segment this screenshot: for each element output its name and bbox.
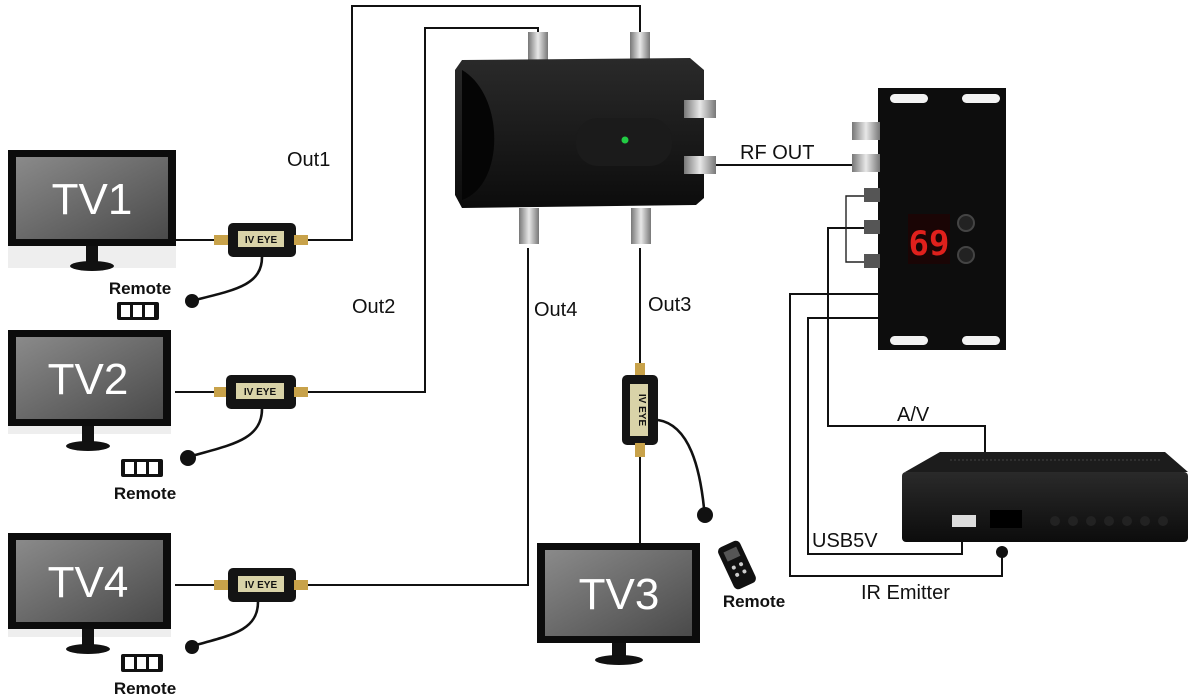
wire-av [827, 227, 986, 452]
remote-tv1: Remote [109, 279, 171, 320]
label-out4: Out4 [534, 299, 577, 321]
remote-tv2: Remote [114, 459, 176, 503]
ir-eye-tv2-cable [191, 408, 264, 458]
label-av: A/V [897, 404, 930, 426]
wire-av-legs [845, 195, 866, 263]
ir-eye-tv2: IV EYE [180, 375, 308, 466]
tv4-label: TV4 [48, 558, 129, 607]
remote-label: Remote [114, 679, 176, 698]
ir-eye-tv3-cable [657, 418, 706, 509]
ir-eye-tv4-cable [195, 601, 260, 647]
splitter-amplifier [455, 32, 716, 244]
remote-tv3: Remote [718, 540, 785, 611]
tv1: TV1 [8, 150, 176, 271]
label-usb5v: USB5V [812, 530, 878, 552]
ir-eye-tv1-cable [194, 256, 264, 302]
wires [175, 5, 1003, 586]
ir-eye-label: IV EYE [245, 235, 278, 246]
usb-port [952, 515, 976, 527]
channel-up-button[interactable] [957, 214, 975, 232]
label-rf-out: RF OUT [740, 142, 814, 164]
ir-eye-label: IV EYE [245, 580, 278, 591]
set-top-box [902, 452, 1188, 558]
tv3-label: TV3 [579, 570, 660, 619]
ir-sensor-icon [697, 507, 713, 523]
channel-display: 69 [909, 224, 950, 264]
wire-out4 [305, 248, 529, 586]
tv3: TV3 [537, 543, 700, 665]
rf-modulator: 69 [852, 88, 1006, 350]
remote-label: Remote [109, 279, 171, 298]
ir-eye-label: IV EYE [244, 387, 277, 398]
ir-sensor-icon [185, 294, 199, 308]
tv2-label: TV2 [48, 355, 129, 404]
label-out3: Out3 [648, 294, 691, 316]
wire-out1 [305, 5, 641, 241]
ir-sensor-icon [185, 640, 199, 654]
tv1-label: TV1 [52, 175, 133, 224]
label-out1: Out1 [287, 149, 330, 171]
label-out2: Out2 [352, 296, 395, 318]
label-ir-emitter: IR Emitter [861, 582, 950, 604]
wire-ir-emitter [789, 293, 1003, 577]
power-led [621, 136, 629, 144]
ir-emitter-probe [996, 546, 1008, 558]
remote-label: Remote [114, 484, 176, 503]
ir-sensor-icon [180, 450, 196, 466]
tv4: TV4 [8, 533, 171, 654]
remote-tv4: Remote [114, 654, 176, 698]
tv2: TV2 [8, 330, 171, 451]
wire-usb5v [807, 317, 963, 555]
ir-eye-tv1: IV EYE [185, 223, 308, 308]
channel-down-button[interactable] [957, 246, 975, 264]
ir-eye-tv3: IV EYE [622, 363, 713, 523]
ir-eye-label: IV EYE [636, 394, 647, 427]
remote-label: Remote [723, 592, 785, 611]
remote-icon [718, 540, 756, 590]
ir-eye-tv4: IV EYE [185, 568, 308, 654]
